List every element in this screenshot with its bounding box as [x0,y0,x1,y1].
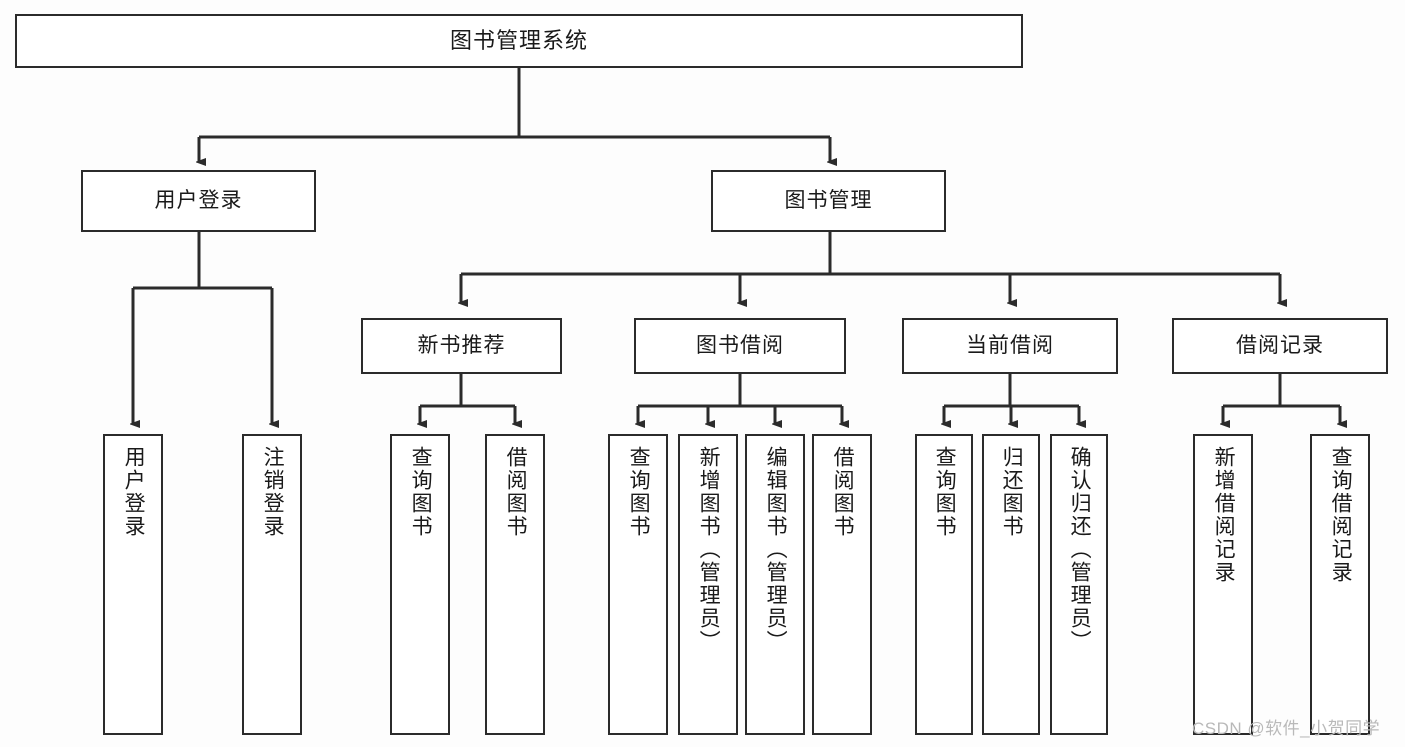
node-leaf-edit-book[interactable]: 编辑图书（管理员） [745,434,805,735]
node-leaf-user-login[interactable]: 用户登录 [103,434,163,735]
node-label: 借阅记录 [1236,334,1324,358]
node-label: 图书借阅 [696,334,784,358]
node-label: 借阅图书 [504,446,528,538]
node-borrow-record[interactable]: 借阅记录 [1172,318,1388,374]
node-leaf-query-book-1[interactable]: 查询图书 [390,434,450,735]
node-leaf-return-book[interactable]: 归还图书 [982,434,1040,735]
node-leaf-borrow-book-2[interactable]: 借阅图书 [812,434,872,735]
node-leaf-query-book-3[interactable]: 查询图书 [915,434,973,735]
node-label: 图书管理 [784,189,873,213]
node-label: 查询借阅记录 [1329,446,1353,584]
node-label: 新增图书（管理员） [697,446,721,653]
node-label: 查询图书 [627,446,651,538]
node-label: 新书推荐 [417,334,506,358]
node-leaf-add-record[interactable]: 新增借阅记录 [1193,434,1253,735]
node-label: 归还图书 [1000,446,1024,538]
node-label: 用户登录 [154,189,243,213]
node-label: 编辑图书（管理员） [764,446,788,653]
node-leaf-query-book-2[interactable]: 查询图书 [608,434,668,735]
node-label: 注销登录 [261,446,285,538]
node-leaf-borrow-book-1[interactable]: 借阅图书 [485,434,545,735]
node-leaf-query-record[interactable]: 查询借阅记录 [1310,434,1370,735]
node-label: 查询图书 [933,446,957,538]
node-label: 用户登录 [122,446,146,538]
node-user-login[interactable]: 用户登录 [81,170,316,232]
node-root-system[interactable]: 图书管理系统 [15,14,1023,68]
node-leaf-logout-login[interactable]: 注销登录 [242,434,302,735]
node-label: 新增借阅记录 [1212,446,1236,584]
node-label: 确认归还（管理员） [1068,446,1092,653]
node-new-book-recommend[interactable]: 新书推荐 [361,318,562,374]
node-leaf-add-book[interactable]: 新增图书（管理员） [678,434,738,735]
node-current-borrow[interactable]: 当前借阅 [902,318,1118,374]
watermark: CSDN @软件_小贺同学 [1192,719,1381,738]
node-label: 当前借阅 [966,334,1054,358]
node-label: 借阅图书 [831,446,855,538]
node-book-borrow[interactable]: 图书借阅 [634,318,846,374]
node-leaf-confirm-return[interactable]: 确认归还（管理员） [1050,434,1108,735]
node-book-management[interactable]: 图书管理 [711,170,946,232]
node-label: 查询图书 [409,446,433,538]
node-label: 图书管理系统 [449,27,588,53]
